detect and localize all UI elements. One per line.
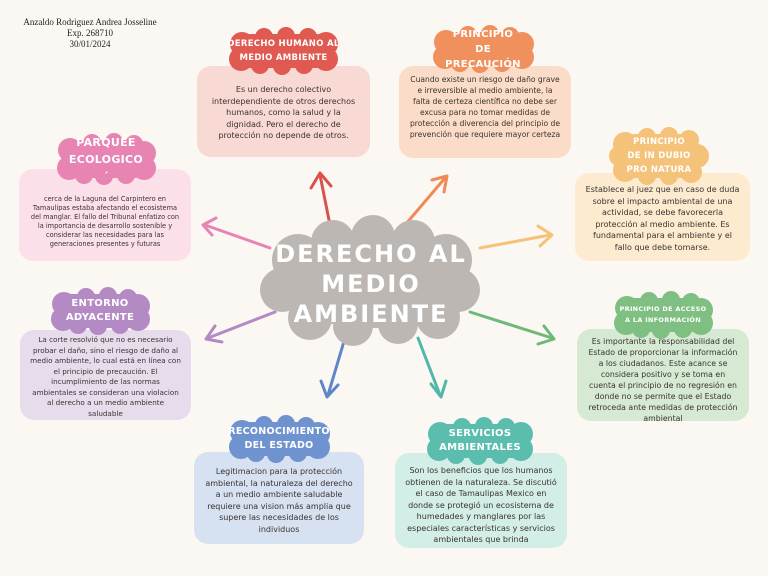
arrow-to-servicios bbox=[416, 336, 448, 399]
in-dubio-cloud bbox=[609, 127, 709, 185]
precaucion-box: Cuando existe un riesgo de daño grave e … bbox=[399, 66, 571, 158]
precaucion-cloud bbox=[433, 25, 534, 73]
entorno-text: La corte resolvió que no es necesario pr… bbox=[30, 335, 181, 418]
arrow-to-acceso bbox=[468, 310, 556, 346]
in-dubio-title: PRINCIPIO DE IN DUBIO PRO NATURA bbox=[626, 137, 692, 175]
derecho-humano-title: DERECHO HUMANO AL MEDIO AMBIENTE bbox=[227, 39, 340, 63]
author-name: Anzaldo Rodriguez Andrea Josseline bbox=[23, 17, 157, 27]
precaucion-title: PRINCIPIO DE PRECAUCIÓN bbox=[445, 28, 521, 70]
reconocimiento-cloud bbox=[229, 415, 330, 463]
acceso-title: PRINCIPIO DE ACCESO A LA INFORMACIÓN bbox=[619, 305, 707, 324]
arrow-to-in-dubio bbox=[478, 224, 554, 250]
derecho-humano-box: Es un derecho colectivo interdependiente… bbox=[197, 66, 370, 157]
acceso-box: Es importante la responsabilidad del Est… bbox=[577, 329, 749, 423]
author-exp: Exp. 268710 bbox=[67, 28, 113, 38]
acceso-cloud bbox=[614, 291, 713, 339]
center-title: DERECHO AL MEDIO AMBIENTE bbox=[275, 240, 467, 328]
in-dubio-box: Establece al juez que en caso de duda so… bbox=[575, 173, 750, 261]
reconocimiento-title: RECONOCIMIENTO DEL ESTADO bbox=[228, 426, 330, 451]
author-date: 30/01/2024 bbox=[69, 39, 111, 49]
arrow-to-entorno bbox=[204, 310, 277, 344]
parquee-title: PARQUEE ECOLOGICO ´ bbox=[68, 135, 144, 183]
parquee-cloud bbox=[57, 133, 156, 185]
parquee-text: cerca de la Laguna del Carpintero en Tam… bbox=[30, 195, 180, 248]
author-block: Anzaldo Rodriguez Andrea Josseline Exp. … bbox=[10, 17, 170, 50]
derecho-humano-cloud bbox=[229, 27, 338, 75]
derecho-humano-text: Es un derecho colectivo interdependiente… bbox=[211, 85, 356, 140]
entorno-box: La corte resolvió que no es necesario pr… bbox=[20, 330, 191, 420]
reconocimiento-box: Legitimacion para la protección ambienta… bbox=[194, 452, 364, 544]
arrow-to-reconocimiento bbox=[319, 336, 347, 399]
arrow-to-parquee bbox=[201, 216, 272, 250]
precaucion-text: Cuando existe un riesgo de daño grave e … bbox=[409, 75, 561, 139]
acceso-text: Es importante la responsabilidad del Est… bbox=[588, 337, 738, 423]
servicios-title: SERVICIOS AMBIENTALES bbox=[439, 428, 521, 453]
servicios-text: Son los beneficios que los humanos obtie… bbox=[405, 466, 557, 544]
entorno-cloud bbox=[51, 287, 150, 335]
center-cloud bbox=[260, 215, 480, 346]
arrow-to-precaucion bbox=[403, 174, 449, 227]
arrow-to-derecho-humano bbox=[309, 171, 333, 227]
reconocimiento-text: Legitimacion para la protección ambienta… bbox=[205, 467, 353, 534]
servicios-cloud bbox=[427, 417, 533, 465]
servicios-box: Son los beneficios que los humanos obtie… bbox=[395, 453, 567, 548]
entorno-title: ENTORNO ADYACENTE bbox=[65, 298, 135, 323]
in-dubio-text: Establece al juez que en caso de duda so… bbox=[585, 185, 740, 252]
